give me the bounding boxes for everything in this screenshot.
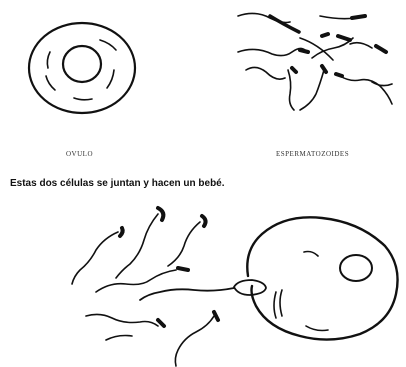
sperm-cell <box>167 221 201 267</box>
sperm-cell <box>339 75 393 105</box>
sperm-cell <box>299 69 325 111</box>
sperm-cell <box>200 214 208 228</box>
sperm-cell <box>268 14 301 34</box>
sperm-cell <box>350 14 367 20</box>
large-ovum-nucleus <box>339 254 373 282</box>
ovum-drawing <box>27 21 137 115</box>
sperm-cell <box>320 32 330 38</box>
caption-text: Estas dos células se juntan y hacen un b… <box>10 178 225 189</box>
sperm-group <box>237 12 393 111</box>
sperm-cell <box>115 213 159 279</box>
sperm-cell <box>105 334 133 341</box>
large-ovum-mark <box>273 291 277 319</box>
sperm-label: ESPERMATOZOIDES <box>276 150 350 158</box>
sperm-cell <box>212 310 220 322</box>
sperm-cell <box>156 206 166 222</box>
sperm-cell <box>174 315 215 367</box>
sperm-cell <box>118 226 125 238</box>
large-ovum-mark <box>305 325 329 332</box>
sperm-cell <box>176 266 190 272</box>
ovum-label: OVULO <box>66 150 93 158</box>
sperm-cell <box>245 66 286 80</box>
sperm-cell <box>371 81 393 87</box>
ovum-membrane-mark <box>99 39 117 51</box>
large-ovum-outline <box>246 216 399 341</box>
sperm-cell <box>320 64 328 74</box>
sperm-cell <box>298 48 310 54</box>
ovum-nucleus <box>61 44 103 84</box>
fertilizing-sperm-tail <box>139 287 235 301</box>
sperm-cell <box>287 69 295 111</box>
ovum-membrane-mark <box>73 97 93 101</box>
sperm-cell <box>336 34 352 42</box>
sperm-cell <box>95 269 177 293</box>
sperm-cell <box>349 41 373 49</box>
sperm-cell <box>85 313 159 327</box>
large-ovum-mark <box>303 250 319 257</box>
fertilization-scene <box>71 206 399 367</box>
fertilizing-sperm-head <box>233 279 267 296</box>
ovum-membrane-mark <box>45 75 56 91</box>
sperm-cell <box>290 66 298 74</box>
sperm-cell <box>319 15 356 20</box>
sperm-cell <box>237 47 306 57</box>
sperm-cell <box>311 37 354 59</box>
sperm-cell <box>374 44 388 54</box>
ovum-outer-membrane <box>27 21 137 115</box>
sperm-cell <box>299 37 334 61</box>
ovum-membrane-mark <box>46 51 51 69</box>
sperm-cell <box>156 318 166 328</box>
ovum-membrane-mark <box>106 69 115 89</box>
sperm-cell <box>334 72 344 78</box>
large-ovum-mark <box>279 289 283 317</box>
sperm-cell <box>71 231 119 285</box>
